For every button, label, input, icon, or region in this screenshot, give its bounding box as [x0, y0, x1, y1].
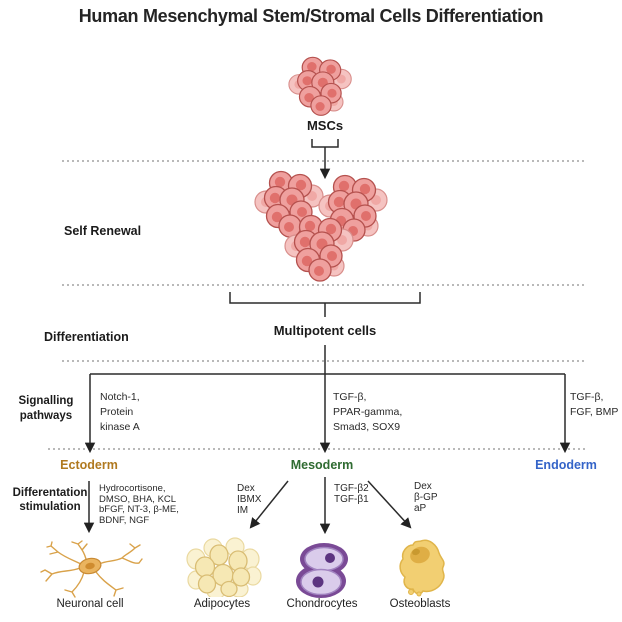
endoderm-pathways-text: TGF-β, FGF, BMP — [570, 390, 618, 420]
chondrocyte-stimulation-text: TGF-β2 TGF-β1 — [334, 483, 369, 505]
text-line: β-GP — [414, 492, 438, 503]
text-line: DMSO, BHA, KCL — [99, 493, 177, 505]
text-line: Signalling — [18, 395, 74, 407]
text-line: Smad3, SOX9 — [333, 421, 401, 433]
differentiation-stimulation-label: Differentation stimulation — [4, 486, 96, 514]
text-line: FGF, BMP — [570, 406, 619, 418]
text-line: Hydrocortisone, — [99, 483, 166, 494]
self-renewal-clusters-illustration — [254, 170, 388, 282]
text-line: IBMX — [237, 494, 262, 505]
mscs-label: MSCs — [306, 118, 344, 133]
text-line: Differentation — [12, 487, 88, 499]
chondrocytes-label: Chondrocytes — [286, 598, 358, 610]
text-line: IM — [237, 505, 249, 516]
text-line: aP — [414, 503, 427, 514]
text-line: TGF-β1 — [334, 494, 369, 505]
text-line: Notch-1, — [100, 391, 140, 403]
mesoderm-label: Mesoderm — [290, 458, 354, 472]
differentiation-label: Differentiation — [44, 330, 129, 344]
osteoblasts-illustration — [399, 539, 445, 597]
text-line: TGF-β2 — [334, 483, 369, 494]
neuronal-cell-illustration — [40, 540, 143, 598]
chondrocytes-illustration — [296, 543, 348, 598]
text-line: TGF-β, — [570, 391, 604, 403]
neuronal-stimulation-text: Hydrocortisone, DMSO, BHA, KCL bFGF, NT-… — [99, 483, 179, 526]
page-title: Human Mesenchymal Stem/Stromal Cells Dif… — [78, 6, 544, 26]
text-line: PPAR-gamma, — [333, 406, 403, 418]
ectoderm-pathways-text: Notch-1, Protein kinase A — [100, 390, 140, 435]
ectoderm-label: Ectoderm — [60, 458, 118, 472]
text-line: pathways — [19, 410, 73, 422]
msc-cluster-illustration — [288, 56, 352, 116]
adipocytes-illustration — [186, 537, 262, 597]
adipocytes-label: Adipocytes — [193, 598, 251, 610]
text-line: TGF-β, — [333, 391, 367, 403]
endoderm-label: Endoderm — [535, 458, 597, 472]
multipotent-cells-label: Multipotent cells — [273, 323, 377, 338]
signalling-pathways-label: Signalling pathways — [11, 394, 81, 424]
text-line: stimulation — [19, 501, 81, 513]
mesoderm-pathways-text: TGF-β, PPAR-gamma, Smad3, SOX9 — [333, 390, 402, 435]
text-line: Dex — [237, 483, 255, 494]
self-renewal-label: Self Renewal — [64, 224, 142, 238]
text-line: Protein — [100, 406, 134, 418]
osteoblast-stimulation-text: Dex β-GP aP — [414, 481, 438, 514]
neuronal-cell-label: Neuronal cell — [56, 598, 124, 610]
text-line: Dex — [414, 481, 432, 492]
text-line: bFGF, NT-3, β-ME, — [99, 504, 179, 515]
text-line: kinase A — [100, 421, 140, 433]
adipocyte-stimulation-text: Dex IBMX IM — [237, 483, 261, 516]
osteoblasts-label: Osteoblasts — [389, 598, 451, 610]
text-line: BDNF, NGF — [99, 514, 150, 526]
